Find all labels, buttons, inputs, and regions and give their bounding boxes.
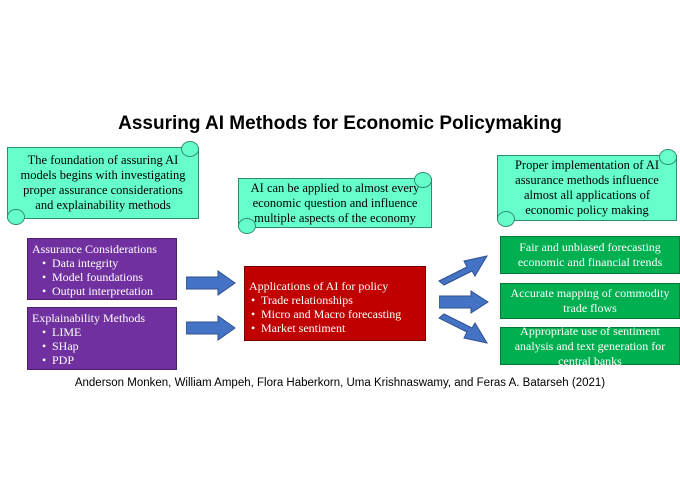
arrow-to-sentiment [438, 313, 489, 344]
list-item: Trade relationships [249, 293, 425, 307]
arrow-assurance-to-applications [186, 270, 236, 296]
applied-scroll: AI can be applied to almost every econom… [238, 172, 432, 234]
scroll-curl [181, 141, 199, 157]
foundation-scroll: The foundation of assuring AI models beg… [7, 141, 199, 225]
list-item: PDP [32, 353, 176, 367]
list-item: Model foundations [32, 270, 176, 284]
applied-scroll-text: AI can be applied to almost every econom… [250, 180, 420, 225]
list-item: Micro and Macro forecasting [249, 307, 425, 321]
list-item: LIME [32, 325, 176, 339]
scroll-curl [238, 218, 256, 234]
explainability-heading: Explainability Methods [32, 311, 145, 325]
citation: Anderson Monken, William Ampeh, Flora Ha… [74, 377, 606, 389]
scroll-curl [497, 211, 515, 227]
scroll-curl [414, 172, 432, 188]
arrow-explainability-to-applications [186, 315, 236, 341]
list-item: Market sentiment [249, 321, 425, 335]
applications-box: Applications of AI for policy Trade rela… [244, 266, 426, 341]
assurance-list: Data integrity Model foundations Output … [32, 256, 176, 298]
arrow-to-trade-flows [439, 290, 489, 314]
explainability-list: LIME SHap PDP [32, 325, 176, 367]
outcome-box-trade-flows: Accurate mapping of commodity trade flow… [500, 283, 680, 319]
list-item: Data integrity [32, 256, 176, 270]
implementation-scroll: Proper implementation of AI assurance me… [497, 149, 677, 227]
scroll-curl [7, 209, 25, 225]
foundation-scroll-text: The foundation of assuring AI models beg… [20, 153, 186, 212]
list-item: Output interpretation [32, 284, 176, 298]
outcome-text: Fair and unbiased forecasting economic a… [517, 240, 663, 269]
outcome-box-forecasting: Fair and unbiased forecasting economic a… [500, 236, 680, 274]
scroll-curl [659, 149, 677, 165]
diagram-title: Assuring AI Methods for Economic Policym… [118, 113, 562, 134]
applications-list: Trade relationships Micro and Macro fore… [249, 293, 425, 335]
assurance-heading: Assurance Considerations [32, 242, 157, 256]
outcome-box-sentiment: Appropriate use of sentiment analysis an… [500, 324, 680, 368]
explainability-methods-box: Explainability Methods LIME SHap PDP [27, 307, 177, 370]
outcome-text: Appropriate use of sentiment analysis an… [514, 323, 666, 368]
implementation-scroll-text: Proper implementation of AI assurance me… [514, 158, 660, 217]
assurance-considerations-box: Assurance Considerations Data integrity … [27, 238, 177, 300]
arrow-to-forecasting [438, 255, 489, 286]
list-item: SHap [32, 339, 176, 353]
applications-heading: Applications of AI for policy [249, 279, 389, 293]
outcome-text: Accurate mapping of commodity trade flow… [510, 286, 670, 315]
